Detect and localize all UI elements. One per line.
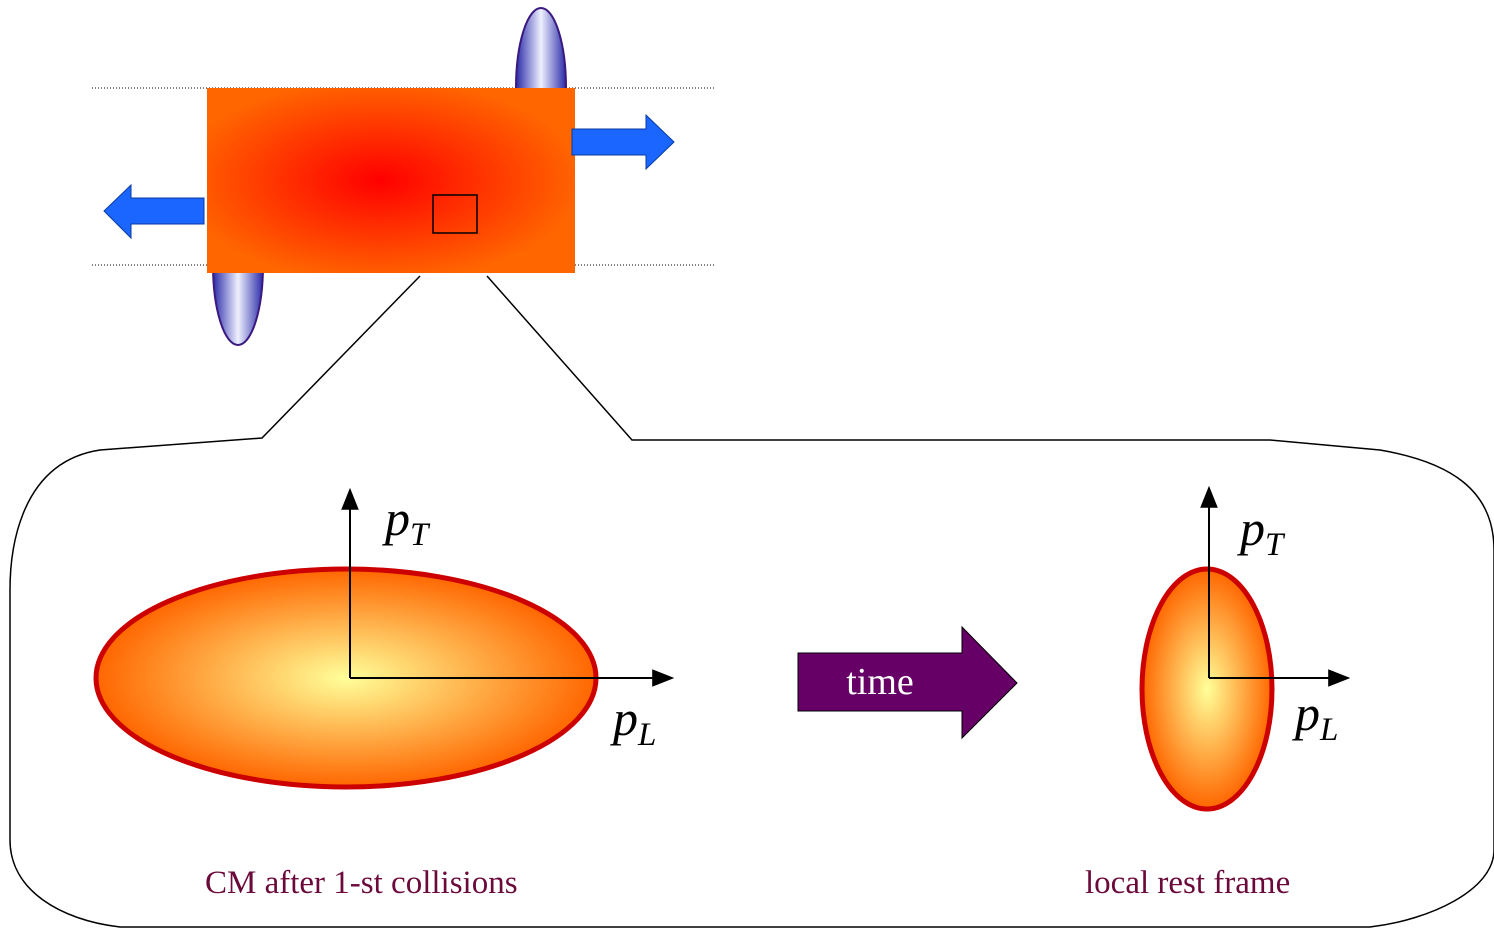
arrow-right [571,113,675,171]
label-pl-left: pL [610,690,656,753]
time-arrow [797,625,1018,740]
label-pt-right: pT [1237,500,1286,563]
caption-cm: CM after 1-st collisions [205,865,518,901]
caption-rest-frame: local rest frame [1085,865,1290,901]
zoom-bubble-outline [9,275,1494,928]
label-pl-right: pL [1292,685,1338,748]
time-arrow-label: time [846,661,914,703]
arrow-left [103,183,205,240]
fireball-rectangle [207,88,575,273]
label-pt-left: pT [382,490,431,553]
zoom-cell [432,194,478,234]
momentum-ellipse-rest [1139,566,1275,812]
